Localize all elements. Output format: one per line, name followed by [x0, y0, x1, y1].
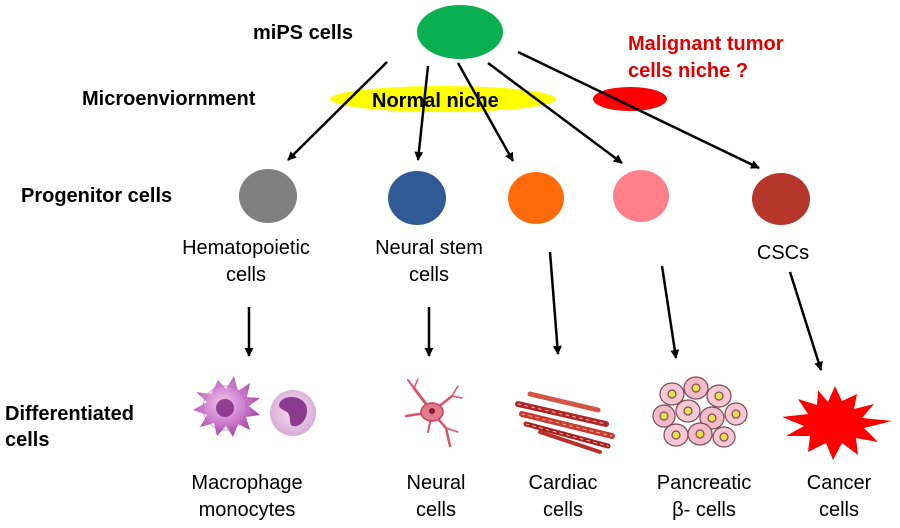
- arrow-to-pancreatic-progenitor: [487, 61, 623, 165]
- progenitor-cscs: [752, 173, 810, 225]
- normal-niche: [330, 86, 556, 112]
- cardiac-fiber-icon: [515, 391, 615, 454]
- label-beta-cells: β- cells: [672, 499, 736, 521]
- arrow-to-cancer: [788, 271, 823, 371]
- label-monocytes: monocytes: [199, 499, 296, 521]
- label-pancreatic: Pancreatic: [657, 472, 752, 494]
- label-cancer-cells: cells: [819, 499, 859, 521]
- progenitor-cardiac: [508, 172, 564, 224]
- tumor-niche-label-1: Malignant tumor: [628, 33, 784, 55]
- row-label-microenvironment: Microenviornment: [82, 88, 256, 110]
- label-neural: Neural: [407, 472, 466, 494]
- arrow-to-neural-stem: [414, 65, 430, 161]
- macrophage-monocyte-icon: [193, 376, 316, 437]
- arrow-to-cscs: [517, 50, 760, 170]
- pancreatic-cluster-icon: [652, 376, 748, 448]
- label-neural-cells: cells: [416, 499, 456, 521]
- label-cancer: Cancer: [807, 472, 872, 494]
- label-macrophage: Macrophage: [191, 472, 302, 494]
- row-label-mips: miPS cells: [253, 22, 353, 44]
- label-cscs: CSCs: [757, 242, 809, 264]
- arrow-to-cardiac: [548, 251, 562, 355]
- label-neural-stem-cells: cells: [409, 264, 449, 286]
- row-label-differentiated-cells: cells: [5, 429, 49, 451]
- row-label-progenitor: Progenitor cells: [21, 185, 172, 207]
- progenitor-pancreatic: [613, 170, 669, 222]
- arrow-to-pancreatic: [660, 265, 680, 359]
- normal-niche-label: Normal niche: [372, 90, 499, 112]
- label-cardiac-cells: cells: [543, 499, 583, 521]
- label-hematopoietic: Hematopoietic: [182, 237, 310, 259]
- arrow-to-cardiac-progenitor: [456, 62, 515, 162]
- arrow-to-hematopoietic: [287, 61, 388, 161]
- cancer-starburst-icon: [782, 386, 892, 460]
- progenitor-neural-stem: [388, 171, 446, 225]
- label-cardiac: Cardiac: [529, 472, 598, 494]
- tumor-niche-label-2: cells niche ?: [628, 60, 748, 82]
- label-hematopoietic-cells: cells: [226, 264, 266, 286]
- row-label-differentiated: Differentiated: [5, 403, 134, 425]
- mips-cell: [417, 5, 503, 59]
- progenitor-hematopoietic: [239, 169, 297, 223]
- tumor-niche: [593, 87, 667, 111]
- neuron-icon: [404, 378, 463, 448]
- label-neural-stem: Neural stem: [375, 237, 483, 259]
